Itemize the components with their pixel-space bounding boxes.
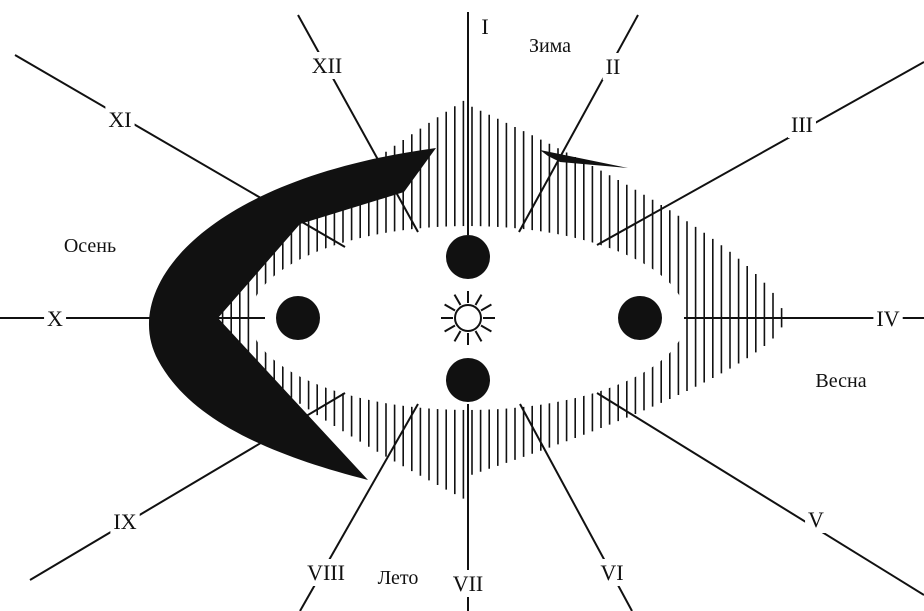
- season-winter: Зима: [529, 35, 571, 57]
- label-V: V: [808, 507, 824, 532]
- disc-right: [618, 296, 662, 340]
- label-VII: VII: [453, 571, 484, 596]
- label-VI: VI: [600, 560, 623, 585]
- label-X: X: [47, 306, 63, 331]
- disc-top: [446, 235, 490, 279]
- label-III: III: [791, 112, 813, 137]
- label-II: II: [606, 54, 621, 79]
- label-VIII: VIII: [307, 560, 345, 585]
- label-XII: XII: [312, 53, 343, 78]
- label-IX: IX: [113, 509, 136, 534]
- season-spring: Весна: [815, 370, 866, 392]
- label-XI: XI: [108, 107, 131, 132]
- label-I: I: [481, 14, 488, 39]
- season-summer: Лето: [378, 567, 419, 589]
- disc-bottom: [446, 358, 490, 402]
- label-IV: IV: [876, 306, 899, 331]
- line-III: [597, 62, 924, 245]
- line-V: [597, 393, 924, 595]
- season-autumn: Осень: [64, 235, 116, 257]
- disc-left: [276, 296, 320, 340]
